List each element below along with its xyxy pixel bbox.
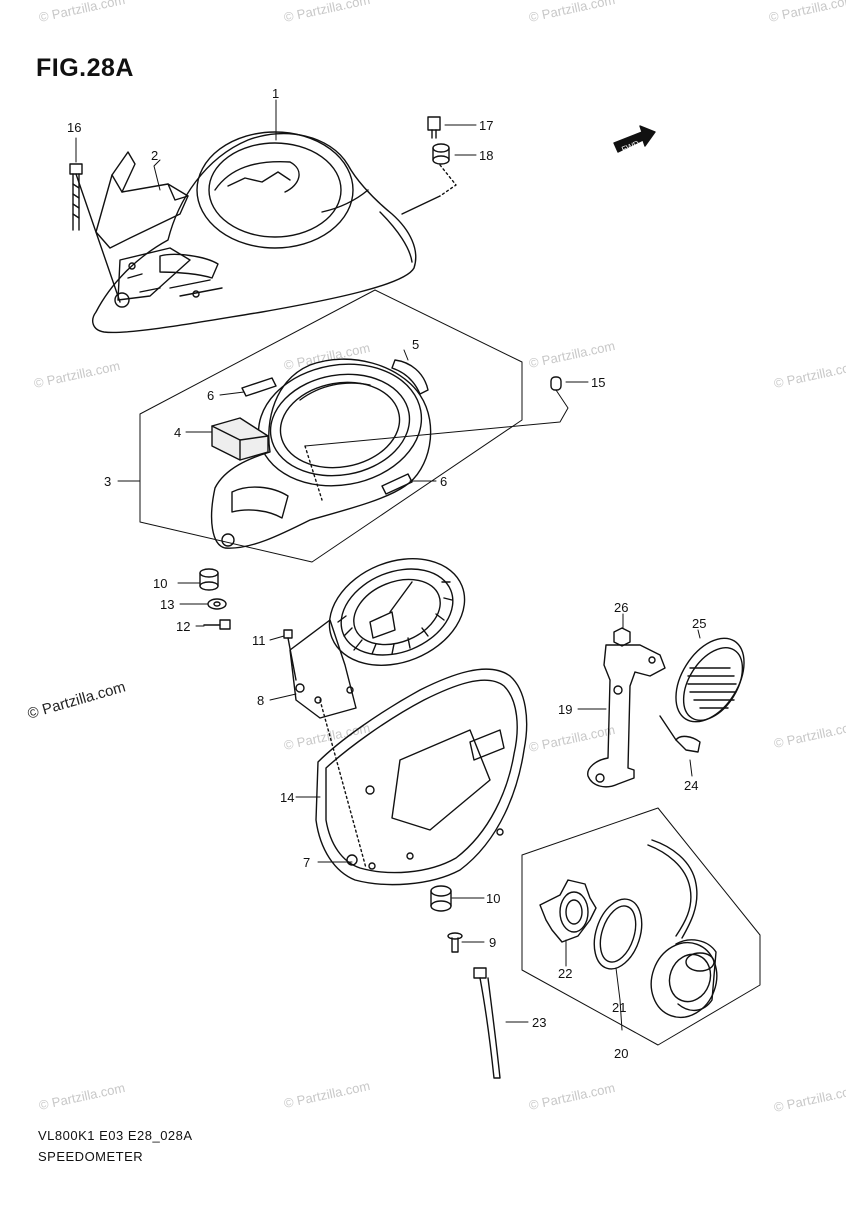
section-name: SPEEDOMETER [38, 1149, 144, 1164]
cushion-part [391, 359, 429, 395]
washer-part [207, 598, 227, 610]
callout-6-upper: 6 [207, 388, 214, 403]
callout-2: 2 [151, 148, 158, 163]
bolt-part [447, 932, 463, 953]
watermark-text: © Partzilla.com [773, 1082, 846, 1115]
callout-24: 24 [684, 778, 698, 793]
watermark-text: © Partzilla.com [38, 1080, 127, 1113]
callout-10-lower: 10 [486, 891, 500, 906]
callout-25: 25 [692, 616, 706, 631]
bulb-part [304, 376, 569, 501]
callout-12: 12 [176, 619, 190, 634]
lower-case-part [315, 668, 528, 886]
callout-7: 7 [303, 855, 310, 870]
callout-10-upper: 10 [153, 576, 167, 591]
callout-16: 16 [67, 120, 81, 135]
grommet-lower-part [430, 885, 452, 912]
reflector-part [675, 637, 745, 723]
small-screw-part [427, 116, 441, 139]
callout-3: 3 [104, 474, 111, 489]
meter-cover-part [92, 131, 417, 334]
callout-8: 8 [257, 693, 264, 708]
grommet-part [401, 143, 457, 215]
callout-19: 19 [558, 702, 572, 717]
screw-gauge-part [283, 629, 297, 681]
watermark-text: © Partzilla.com [528, 338, 617, 371]
grommet-upper-part [199, 568, 219, 591]
callout-4: 4 [174, 425, 181, 440]
watermark-text: © Partzilla.com [528, 1080, 617, 1113]
pad-part [241, 377, 413, 495]
callout-18: 18 [479, 148, 493, 163]
callout-20: 20 [614, 1046, 628, 1061]
model-code: VL800K1 E03 E28_028A [38, 1128, 193, 1143]
long-screw-part [69, 163, 121, 303]
callout-13: 13 [160, 597, 174, 612]
callout-23: 23 [532, 1015, 546, 1030]
leader-lines [75, 99, 701, 1031]
callout-11: 11 [252, 633, 266, 648]
callout-labels: 1 2 3 4 5 6 6 7 8 9 10 10 11 12 13 14 15… [67, 86, 706, 1061]
callout-6-lower: 6 [440, 474, 447, 489]
callout-26: 26 [614, 600, 628, 615]
watermark-text: © Partzilla.com [528, 0, 617, 25]
figure-title: FIG.28A [36, 54, 134, 82]
callout-5: 5 [412, 337, 419, 352]
meter-case-assembly-box [139, 289, 523, 563]
fwd-arrow-icon [613, 125, 656, 153]
watermark-text: © Partzilla.com [33, 358, 122, 391]
callout-1: 1 [272, 86, 279, 101]
lamp-socket-part [647, 839, 718, 1019]
nut-part [613, 627, 631, 647]
callout-21: 21 [612, 1000, 626, 1015]
callout-9: 9 [489, 935, 496, 950]
callout-14: 14 [280, 790, 294, 805]
socket-flange-part [539, 879, 597, 943]
rubber-block-part [211, 417, 269, 461]
watermark-text: © Partzilla.com [773, 358, 846, 391]
watermark-text: © Partzilla.com [283, 1078, 372, 1111]
meter-bracket-part [95, 151, 189, 249]
callout-17: 17 [479, 118, 493, 133]
clamp-part [659, 715, 701, 753]
watermark-text: © Partzilla.com [283, 0, 372, 25]
cable-tie-part [473, 967, 501, 1079]
watermark-text: © Partzilla.com [768, 0, 846, 25]
speedometer-gauge-part [289, 558, 466, 719]
watermark-text: © Partzilla.com [773, 718, 846, 751]
watermark-text: © Partzilla.com [528, 722, 617, 755]
callout-22: 22 [558, 966, 572, 981]
screw-small-part [203, 619, 231, 630]
lamp-assembly-box [521, 807, 761, 1046]
o-ring-part [593, 898, 643, 970]
watermark-text: © Partzilla.com [283, 340, 372, 373]
watermark-text: © Partzilla.com [38, 0, 127, 25]
callout-15: 15 [591, 375, 605, 390]
lamp-bracket-part [587, 644, 666, 788]
